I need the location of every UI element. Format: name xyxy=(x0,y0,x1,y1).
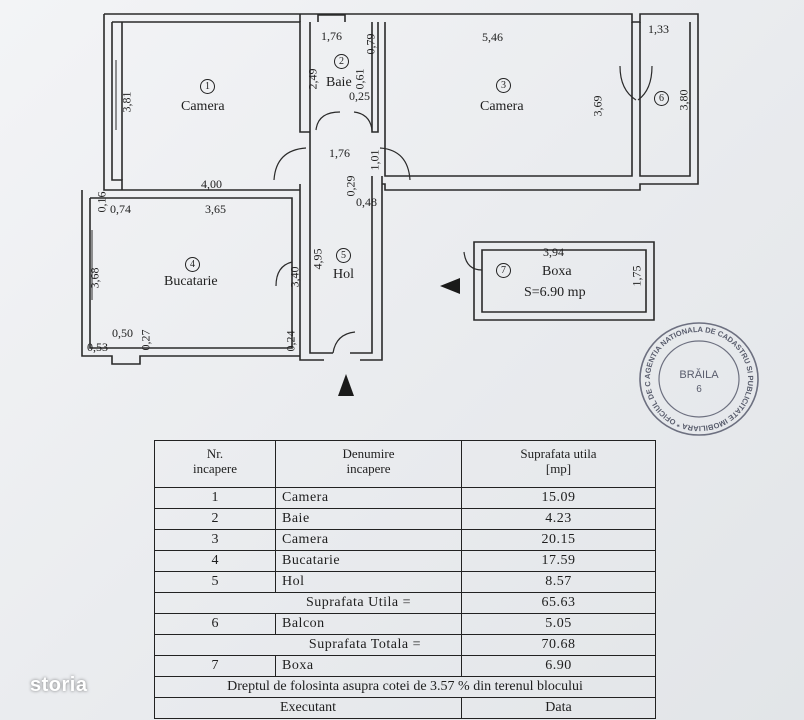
dimension-label: 0,61 xyxy=(352,68,367,90)
cell-name: Hol xyxy=(275,571,462,593)
cell-name: Camera xyxy=(275,529,462,551)
executant-label: Executant xyxy=(154,697,462,719)
dimension-label: 0,53 xyxy=(87,340,108,354)
dimension-label: 0,79 xyxy=(363,33,378,55)
col-header-name: Denumire incapere xyxy=(275,440,462,488)
suprafata-utila-label: Suprafata Utila = xyxy=(154,592,462,614)
header-text: [mp] xyxy=(545,460,572,476)
dimension-label: 0,25 xyxy=(349,89,370,103)
dimension-label: 0,74 xyxy=(110,202,131,216)
cell-area: 4.23 xyxy=(461,508,656,530)
room-name: Camera xyxy=(181,99,225,114)
dimension-label: 3,65 xyxy=(205,202,226,216)
stamp-number: 6 xyxy=(696,384,702,395)
header-text: incapere xyxy=(346,460,391,476)
dimension-label: 3,80 xyxy=(676,89,691,111)
dimension-label: 1,33 xyxy=(648,22,669,36)
suprafata-totala-value: 70.68 xyxy=(461,634,656,656)
room-number: 6 xyxy=(654,91,669,106)
dimension-label: 0,27 xyxy=(138,329,153,351)
room-name: Bucatarie xyxy=(164,274,218,289)
cell-nr: 5 xyxy=(154,571,276,593)
suprafata-utila-value: 65.63 xyxy=(461,592,656,614)
table-row: 4 Bucatarie 17.59 xyxy=(154,550,656,572)
cell-area: 15.09 xyxy=(461,487,656,509)
cell-name: Bucatarie xyxy=(275,550,462,572)
cell-nr: 3 xyxy=(154,529,276,551)
cadastre-stamp: AGENTIA NATIONALA DE CADASTRU SI PUBLICI… xyxy=(637,320,759,436)
footer-note: Dreptul de folosinta asupra cotei de 3.5… xyxy=(154,676,656,698)
floor-plan xyxy=(81,13,699,396)
entry-arrow-icon xyxy=(440,278,460,294)
dimension-label: 3,94 xyxy=(543,245,564,259)
table-row: 2 Baie 4.23 xyxy=(154,508,656,530)
dimension-label: 3,68 xyxy=(87,267,102,289)
room-number: 3 xyxy=(496,78,511,93)
cell-nr: 1 xyxy=(154,487,276,509)
dimension-label: 0,29 xyxy=(343,175,358,197)
dimension-label: 0,48 xyxy=(356,195,377,209)
room-name: Baie xyxy=(326,75,352,90)
room-name: Camera xyxy=(480,99,524,114)
footer-note-row: Dreptul de folosinta asupra cotei de 3.5… xyxy=(154,676,656,698)
dimension-label: 0,24 xyxy=(283,330,298,352)
header-text: Suprafata utila xyxy=(520,446,597,461)
dimension-label: 1,75 xyxy=(629,265,644,287)
cell-nr: 7 xyxy=(154,655,276,677)
room-name: Boxa xyxy=(542,264,572,279)
col-header-nr: Nr. incapere xyxy=(154,440,276,488)
table-header-row: Nr. incapere Denumire incapere Suprafata… xyxy=(154,440,656,488)
cell-area: 8.57 xyxy=(461,571,656,593)
cell-name: Balcon xyxy=(275,613,462,635)
table-row: 6 Balcon 5.05 xyxy=(154,613,656,635)
table-row: 5 Hol 8.57 xyxy=(154,571,656,593)
dimension-label: 0,50 xyxy=(112,326,133,340)
suprafata-totala-label: Suprafata Totala = xyxy=(154,634,462,656)
header-text: Denumire xyxy=(342,446,395,461)
dimension-label: 2,49 xyxy=(305,68,320,90)
room-number: 7 xyxy=(496,263,511,278)
cell-name: Baie xyxy=(275,508,462,530)
cell-area: 5.05 xyxy=(461,613,656,635)
cell-nr: 2 xyxy=(154,508,276,530)
cell-area: 17.59 xyxy=(461,550,656,572)
dimension-label: 5,46 xyxy=(482,30,503,44)
table-row: 1 Camera 15.09 xyxy=(154,487,656,509)
room-number: 4 xyxy=(185,257,200,272)
cell-area: 6.90 xyxy=(461,655,656,677)
stamp-city: BRĂILA xyxy=(679,368,719,381)
table-row: 7 Boxa 6.90 xyxy=(154,655,656,677)
entry-arrow-icon xyxy=(338,374,354,396)
room-name: Hol xyxy=(333,267,354,282)
summary-row-utila: Suprafata Utila = 65.63 xyxy=(154,592,656,614)
boxa-area-label: S=6.90 mp xyxy=(524,285,586,300)
summary-row-totala: Suprafata Totala = 70.68 xyxy=(154,634,656,656)
cell-nr: 6 xyxy=(154,613,276,635)
dimension-label: 3,40 xyxy=(287,266,302,288)
data-label: Data xyxy=(461,697,656,719)
dimension-label: 3,69 xyxy=(590,95,605,117)
header-text: Nr. xyxy=(206,446,224,461)
area-table: Nr. incapere Denumire incapere Suprafata… xyxy=(154,440,656,719)
dimension-label: 1,76 xyxy=(321,29,342,43)
dimension-label: 1,76 xyxy=(329,146,350,160)
dimension-label: 0,16 xyxy=(94,191,109,213)
dimension-label: 1,01 xyxy=(367,149,382,171)
dimension-label: 4,95 xyxy=(310,248,325,270)
storia-watermark: storia xyxy=(30,674,88,696)
room-number: 5 xyxy=(336,248,351,263)
col-header-area: Suprafata utila [mp] xyxy=(461,440,656,488)
cell-nr: 4 xyxy=(154,550,276,572)
room-number: 1 xyxy=(200,79,215,94)
cell-name: Camera xyxy=(275,487,462,509)
cell-name: Boxa xyxy=(275,655,462,677)
header-text: incapere xyxy=(192,460,238,476)
dimension-label: 4,00 xyxy=(201,177,222,191)
cell-area: 20.15 xyxy=(461,529,656,551)
signature-row: Executant Data xyxy=(154,697,656,719)
dimension-label: 3,81 xyxy=(119,91,134,113)
table-row: 3 Camera 20.15 xyxy=(154,529,656,551)
room-number: 2 xyxy=(334,54,349,69)
